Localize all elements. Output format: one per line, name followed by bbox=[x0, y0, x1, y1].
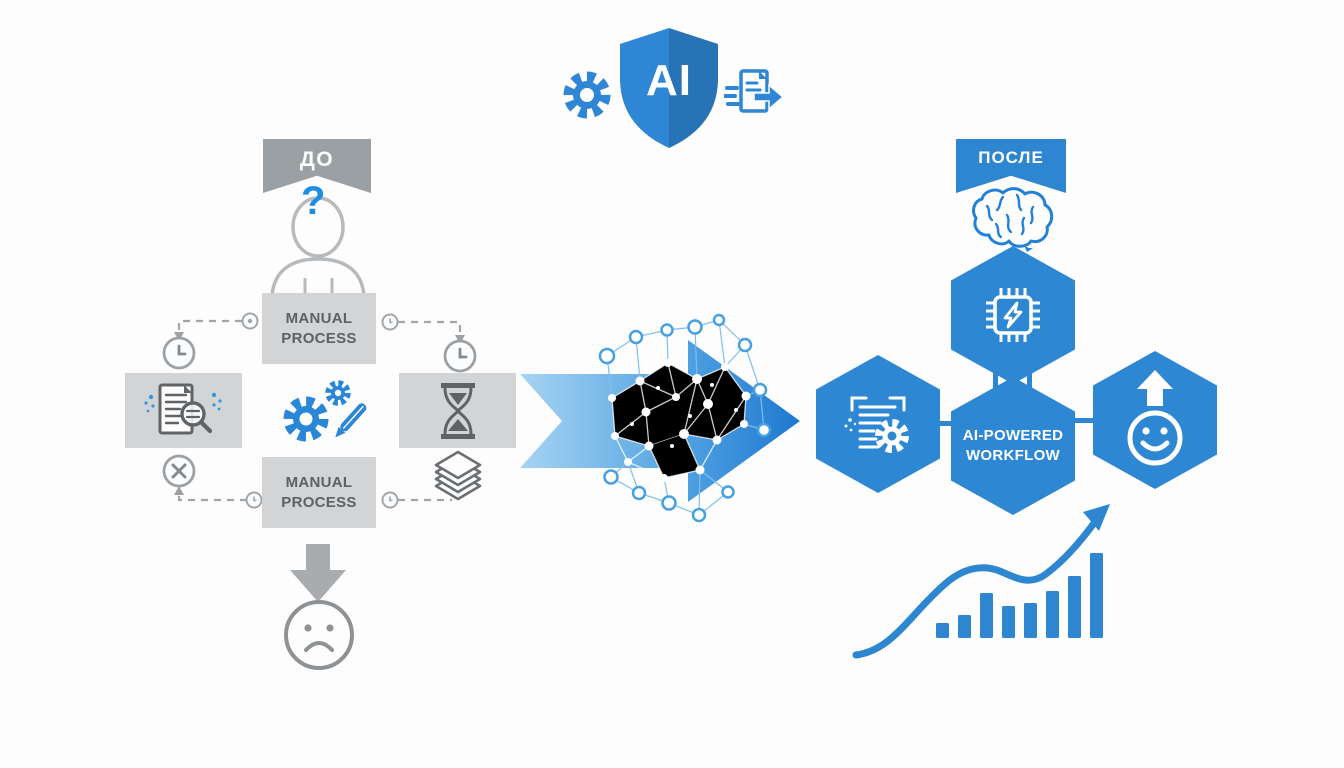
x-circle-icon bbox=[162, 454, 196, 488]
ai-shield-icon bbox=[620, 28, 718, 148]
network-nodes-inner bbox=[608, 359, 751, 482]
gears-pen-icon bbox=[283, 380, 367, 442]
growth-arrowhead bbox=[1083, 504, 1110, 531]
growth-chart-icon bbox=[852, 504, 1110, 659]
sparkle-dots bbox=[143, 392, 222, 412]
pen-icon bbox=[335, 403, 367, 438]
growth-curve bbox=[852, 515, 1101, 659]
growth-bar bbox=[958, 615, 971, 638]
growth-bar bbox=[1068, 576, 1081, 638]
network-nodes-outer bbox=[598, 313, 772, 523]
growth-bar bbox=[1002, 606, 1015, 638]
network-edges-inner bbox=[611, 362, 747, 479]
hexagon-chip bbox=[951, 246, 1075, 384]
person-icon bbox=[270, 196, 366, 296]
chip-lightning-icon bbox=[986, 288, 1040, 342]
ai-shield-label: AI bbox=[646, 56, 692, 105]
paper-stack-icon bbox=[434, 450, 482, 501]
hexagon-document-automation bbox=[816, 355, 940, 493]
growth-bar bbox=[1090, 553, 1103, 638]
clock-icon bbox=[443, 339, 477, 373]
clock-icon bbox=[162, 336, 196, 370]
manual-process-label: MANUAL PROCESS bbox=[281, 474, 357, 511]
network-edges-outer bbox=[606, 319, 765, 516]
manual-process-box-bottom: MANUAL PROCESS bbox=[262, 457, 376, 528]
growth-bar bbox=[980, 593, 993, 638]
document-gear-icon bbox=[844, 396, 909, 453]
workflow-label-line1: AI-POWERED bbox=[962, 426, 1064, 444]
growth-bar bbox=[1024, 603, 1037, 638]
question-mark: ? bbox=[301, 179, 326, 223]
hourglass-box bbox=[399, 373, 516, 448]
manual-process-label: MANUAL PROCESS bbox=[281, 310, 357, 347]
manual-process-box-top: MANUAL PROCESS bbox=[262, 293, 376, 364]
document-search-box bbox=[125, 373, 242, 448]
gear-icon bbox=[563, 71, 611, 119]
smiley-up-arrow-icon bbox=[1127, 370, 1183, 466]
hexagon-satisfaction bbox=[1093, 351, 1217, 489]
down-arrow-icon bbox=[290, 544, 346, 602]
after-banner-label: ПОСЛЕ bbox=[978, 148, 1044, 167]
growth-bar bbox=[936, 623, 949, 638]
growth-bar bbox=[1046, 591, 1059, 638]
hexagon-ai-workflow: AI-POWERED WORKFLOW bbox=[951, 377, 1075, 515]
brain-icon bbox=[972, 187, 1054, 252]
hourglass-icon bbox=[440, 382, 475, 439]
sad-face-icon bbox=[284, 600, 354, 670]
after-banner: ПОСЛЕ bbox=[956, 139, 1066, 193]
fast-document-icon bbox=[724, 69, 784, 113]
arrow-body bbox=[520, 340, 800, 502]
before-banner-label: ДО bbox=[299, 148, 335, 171]
document-search-icon bbox=[143, 383, 222, 434]
workflow-label-line2: WORKFLOW bbox=[965, 447, 1061, 464]
growth-bars bbox=[936, 553, 1103, 638]
